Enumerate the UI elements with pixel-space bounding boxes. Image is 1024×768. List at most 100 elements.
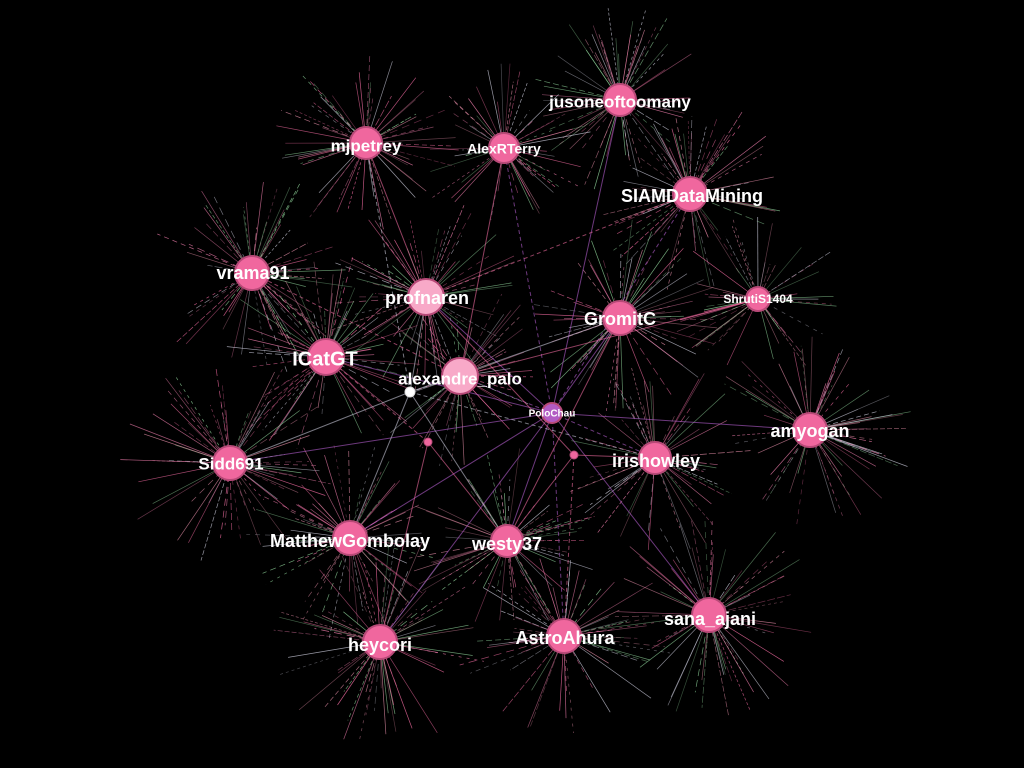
- leaf-edge: [689, 153, 762, 195]
- graph-edge-alexandre_palo-AlexRTerry: [459, 147, 505, 377]
- node-mjpetrey-user-node[interactable]: [349, 126, 383, 160]
- leaf-edge: [503, 119, 534, 149]
- leaf-edge: [367, 281, 427, 298]
- node-AlexRTerry-user-node[interactable]: [488, 132, 520, 164]
- graph-edge-u1-westy37: [409, 391, 508, 542]
- leaf-edge: [689, 193, 696, 244]
- node-label-AstroAhura: AstroAhura: [515, 628, 615, 648]
- node-MatthewGombolay-user-node[interactable]: [332, 520, 368, 556]
- leaf-edge: [229, 462, 256, 511]
- node-AstroAhura-user-node[interactable]: [546, 618, 582, 654]
- node-irishowley-user-node[interactable]: [638, 441, 672, 475]
- leaf-edge: [362, 591, 381, 643]
- leaf-edge: [619, 8, 647, 101]
- leaf-edge: [251, 186, 300, 274]
- leaf-edge: [503, 81, 514, 149]
- graph-edge-PoloChau-sana_ajani: [551, 412, 710, 616]
- leaf-edge: [503, 147, 579, 187]
- leaf-edge: [167, 390, 231, 464]
- leaf-edge: [619, 51, 666, 101]
- leaf-edge: [459, 293, 503, 377]
- leaf-edge: [453, 100, 505, 149]
- leaf-edge: [374, 293, 427, 298]
- node-label-alexandre_palo: alexandre_palo: [398, 369, 522, 388]
- leaf-edge: [757, 298, 837, 307]
- leaf-edge: [563, 635, 625, 639]
- node-label-mjpetrey: mjpetrey: [331, 136, 402, 155]
- leaf-edge: [243, 206, 253, 274]
- leaf-edge: [229, 407, 253, 464]
- leaf-edge: [263, 356, 327, 407]
- leaf-edge: [352, 296, 427, 316]
- node-label-sana_ajani: sana_ajani: [664, 609, 756, 629]
- leaf-edge: [157, 233, 253, 274]
- leaf-edge: [414, 296, 427, 390]
- unlabeled-small-node[interactable]: [423, 437, 433, 447]
- node-label-westy37: westy37: [471, 534, 542, 554]
- node-ICatGT-user-node[interactable]: [307, 338, 345, 376]
- node-label-jusoneoftoomany: jusoneoftoomany: [548, 92, 691, 111]
- node-label-profnaren: profnaren: [385, 288, 469, 308]
- node-GromitC-user-node[interactable]: [602, 300, 638, 336]
- leaf-edge: [314, 628, 381, 643]
- leaf-edge: [809, 429, 851, 497]
- node-profnaren-user-node[interactable]: [407, 278, 445, 316]
- leaf-edge: [331, 296, 427, 331]
- graph-edge-u3-westy37: [506, 454, 575, 542]
- leaf-edge: [459, 635, 565, 666]
- leaf-edge: [689, 126, 707, 195]
- graph-edge-u1-mjpetrey: [365, 142, 411, 393]
- leaf-edge: [427, 338, 461, 377]
- leaf-edge: [600, 614, 710, 630]
- graph-edge-PoloChau-ICatGT: [325, 356, 553, 414]
- leaf-edge: [408, 239, 427, 298]
- node-westy37-user-node[interactable]: [490, 524, 524, 558]
- graph-edge-alexandre_palo-vrama91: [251, 272, 461, 377]
- node-SIAMDataMining-user-node[interactable]: [672, 176, 708, 212]
- leaf-edge: [365, 142, 392, 219]
- node-Sidd691-user-node[interactable]: [212, 445, 248, 481]
- leaf-edge: [252, 356, 327, 367]
- leaf-edge: [428, 350, 461, 377]
- node-label-GromitC: GromitC: [584, 309, 656, 329]
- leaf-edge: [388, 270, 427, 298]
- leaf-edge: [503, 147, 548, 152]
- node-sana_ajani-user-node[interactable]: [691, 597, 727, 633]
- graph-edge-u2-westy37: [427, 441, 508, 542]
- node-vrama91-user-node[interactable]: [234, 255, 270, 291]
- leaf-edge: [502, 635, 565, 713]
- leaf-edge: [191, 462, 231, 502]
- leaf-edge: [530, 635, 565, 727]
- leaf-edge: [251, 229, 291, 274]
- node-label-MatthewGombolay: MatthewGombolay: [270, 531, 430, 551]
- node-label-AlexRTerry: AlexRTerry: [467, 141, 541, 157]
- unlabeled-small-node[interactable]: [404, 386, 416, 398]
- node-amyogan-user-node[interactable]: [792, 412, 828, 448]
- leaf-edge: [654, 412, 677, 459]
- node-alexandre_palo-user-node[interactable]: [441, 357, 479, 395]
- leaf-edge: [512, 548, 565, 637]
- node-PoloChau-user-node[interactable]: [541, 402, 563, 424]
- graph-nodes: [212, 83, 828, 660]
- leaf-edge: [409, 219, 427, 298]
- leaf-edge: [325, 335, 367, 358]
- leaf-edge: [732, 429, 811, 445]
- graph-edge-PoloChau-MatthewGombolay: [349, 412, 553, 539]
- leaf-edge: [503, 147, 519, 195]
- leaf-edge: [506, 540, 587, 542]
- leaf-edge: [425, 230, 446, 298]
- node-jusoneoftoomany-user-node[interactable]: [603, 83, 637, 117]
- leaf-edge: [459, 375, 478, 427]
- leaf-edge: [731, 215, 759, 300]
- leaf-edge: [470, 635, 565, 674]
- leaf-edge: [459, 316, 520, 377]
- node-ShrutiS1404-user-node[interactable]: [745, 286, 771, 312]
- leaf-edge: [246, 533, 351, 539]
- node-heycori-user-node[interactable]: [362, 624, 398, 660]
- graph-edge-u2-ICatGT: [325, 356, 429, 443]
- graph-edge-u3-AstroAhura: [563, 454, 575, 637]
- leaf-edge: [692, 250, 759, 300]
- unlabeled-small-node[interactable]: [569, 450, 579, 460]
- leaf-edge: [561, 317, 621, 320]
